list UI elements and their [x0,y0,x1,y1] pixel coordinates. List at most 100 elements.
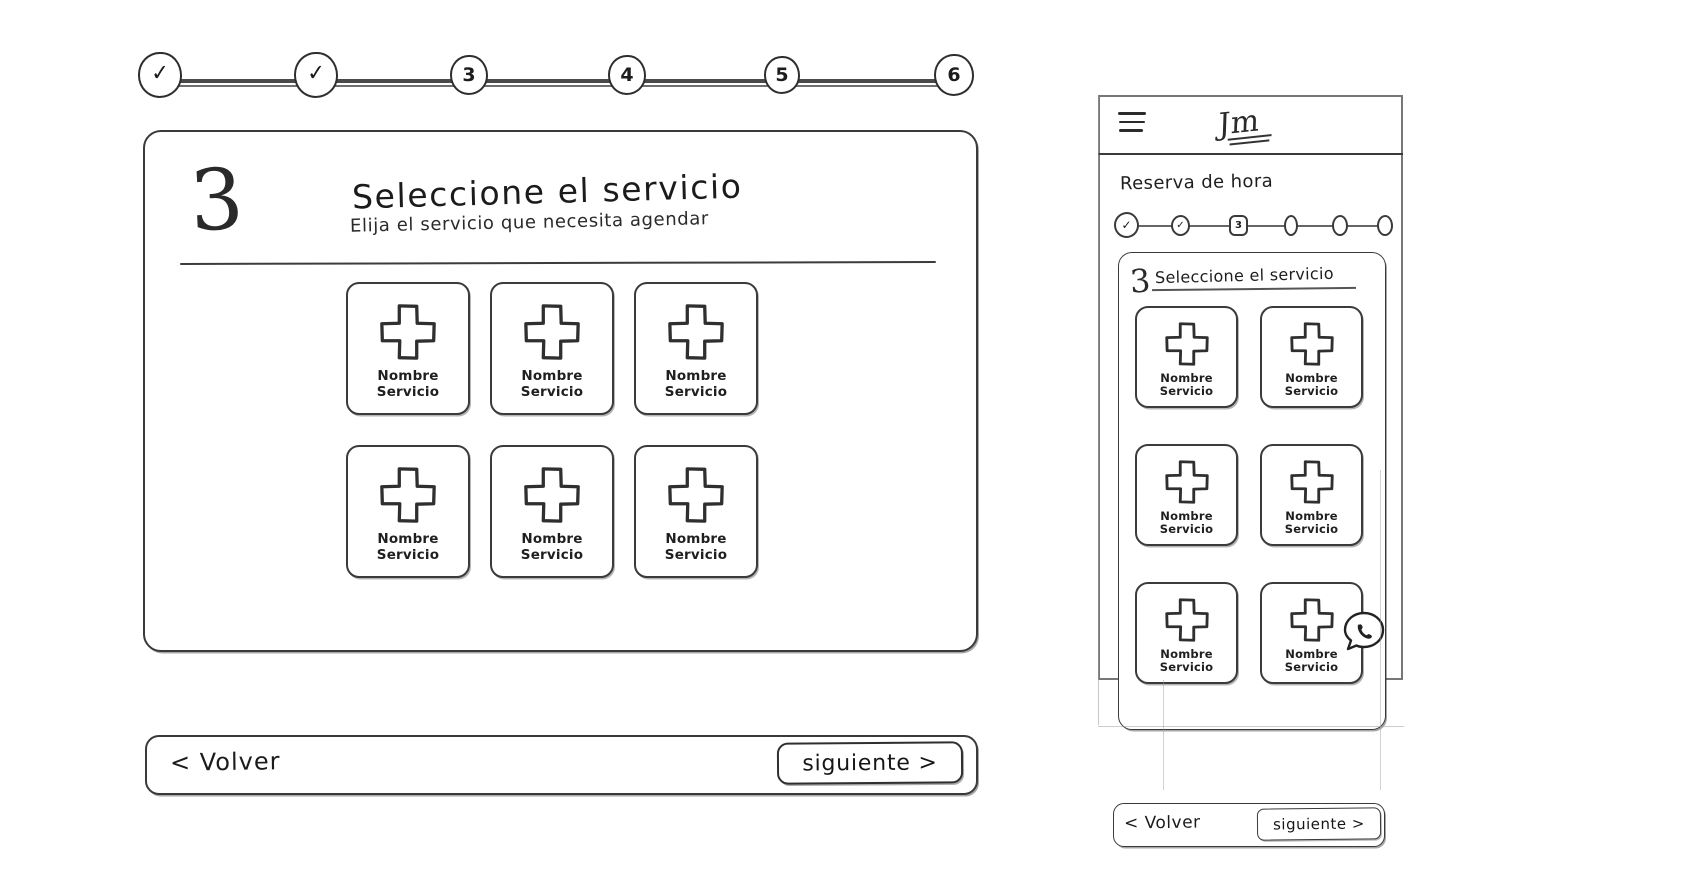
mobile-stepper-track [1128,225,1382,228]
service-name-line1: Nombre [1160,647,1213,662]
scan-guide-line [1098,726,1404,727]
service-card-label: Nombre Servicio [1160,510,1213,536]
service-card[interactable]: Nombre Servicio [490,282,614,415]
mobile-stepper: ✓ ✓ 3 [1114,212,1394,242]
step-check-icon: ✓ [1176,220,1185,231]
service-card[interactable]: Nombre Servicio [346,445,470,578]
mobile-step-node-5[interactable] [1332,215,1348,236]
service-card-label: Nombre Servicio [1285,372,1338,398]
mobile-step-node-6[interactable] [1377,215,1393,236]
service-card-label: Nombre Servicio [1160,372,1213,398]
service-name-line2: Servicio [664,546,728,563]
plus-icon [377,464,439,526]
service-card[interactable]: Nombre Servicio [1135,306,1238,408]
service-name-line2: Servicio [520,546,584,563]
plus-icon [521,301,583,363]
desktop-step-number: 3 [187,149,247,251]
service-name-line1: Nombre [521,368,583,385]
mobile-step-node-2[interactable]: ✓ [1171,215,1190,236]
service-name-line2: Servicio [520,383,584,400]
step-node-3[interactable]: 3 [450,55,488,95]
plus-icon [665,464,727,526]
plus-icon [1288,458,1336,506]
plus-icon [1288,320,1336,368]
service-name-line2: Servicio [376,383,440,400]
step-label: 3 [462,64,476,86]
back-button[interactable]: < Volver [169,747,281,777]
service-card[interactable]: Nombre Servicio [1135,582,1238,684]
step-check-icon: ✓ [305,60,327,87]
service-card-label: Nombre Servicio [1160,648,1213,674]
plus-icon [1163,320,1211,368]
step-label: 4 [620,64,634,86]
plus-icon [1163,458,1211,506]
service-name-line2: Servicio [1159,660,1214,674]
back-button-mobile[interactable]: < Volver [1123,812,1201,834]
mobile-page-title: Reserva de hora [1119,170,1274,195]
plus-icon [1163,596,1211,644]
service-card-label: Nombre Servicio [377,369,439,399]
service-name-line1: Nombre [665,531,727,548]
service-name-line1: Nombre [1160,509,1213,524]
service-card[interactable]: Nombre Servicio [634,282,758,415]
service-card[interactable]: Nombre Servicio [634,445,758,578]
service-name-line1: Nombre [1285,647,1338,662]
service-card-label: Nombre Servicio [521,532,583,562]
service-name-line1: Nombre [377,531,439,548]
service-card-label: Nombre Servicio [665,369,727,399]
service-card-label: Nombre Servicio [521,369,583,399]
service-name-line2: Servicio [664,383,728,400]
step-label: 6 [947,64,961,86]
hamburger-icon[interactable] [1118,112,1148,138]
desktop-service-grid: Nombre Servicio Nombre Servicio Nombre S… [346,282,766,582]
stepper-track-shadow [162,85,964,87]
mobile-header [1098,95,1403,155]
service-name-line1: Nombre [1285,509,1338,524]
service-name-line2: Servicio [1284,660,1339,674]
service-card[interactable]: Nombre Servicio [1260,306,1363,408]
step-node-1[interactable]: ✓ [138,52,182,98]
service-name-line1: Nombre [1285,371,1338,386]
step-node-4[interactable]: 4 [608,55,646,95]
service-name-line1: Nombre [521,531,583,548]
next-button-mobile[interactable]: siguiente > [1256,807,1382,841]
next-button[interactable]: siguiente > [776,741,964,785]
service-name-line2: Servicio [1284,522,1339,536]
step-node-2[interactable]: ✓ [294,52,338,98]
plus-icon [1288,596,1336,644]
brand-logo[interactable]: Jm [1217,100,1288,152]
whatsapp-icon[interactable] [1340,609,1388,657]
plus-icon [521,464,583,526]
service-name-line2: Servicio [376,546,440,563]
mobile-step-node-3[interactable]: 3 [1229,215,1248,236]
scan-guide-line [1098,95,1099,725]
step-check-icon: ✓ [1121,218,1132,232]
service-name-line2: Servicio [1159,384,1214,398]
step-node-6[interactable]: 6 [934,54,974,96]
service-card[interactable]: Nombre Servicio [1260,444,1363,546]
mobile-step-number: 3 [1128,261,1153,301]
stepper-track [162,79,964,83]
service-card-label: Nombre Servicio [377,532,439,562]
scan-guide-line [1163,680,1164,790]
service-card[interactable]: Nombre Servicio [1135,444,1238,546]
step-check-icon: ✓ [149,60,171,87]
scan-guide-line [1380,470,1381,790]
service-card[interactable]: Nombre Servicio [490,445,614,578]
mobile-service-grid: Nombre Servicio Nombre Servicio Nombre S… [1135,306,1375,716]
plus-icon [377,301,439,363]
desktop-stepper: ✓ ✓ 3 4 5 6 [138,52,988,110]
service-card-label: Nombre Servicio [665,532,727,562]
service-name-line1: Nombre [377,368,439,385]
step-label: 3 [1235,220,1242,231]
step-label: 5 [775,64,789,86]
service-name-line1: Nombre [665,368,727,385]
plus-icon [665,301,727,363]
service-card-label: Nombre Servicio [1285,510,1338,536]
mobile-step-node-1[interactable]: ✓ [1114,212,1139,238]
mobile-step-node-4[interactable] [1284,215,1298,236]
service-card[interactable]: Nombre Servicio [346,282,470,415]
step-node-5[interactable]: 5 [764,56,800,94]
service-card-label: Nombre Servicio [1285,648,1338,674]
service-name-line2: Servicio [1159,522,1214,536]
